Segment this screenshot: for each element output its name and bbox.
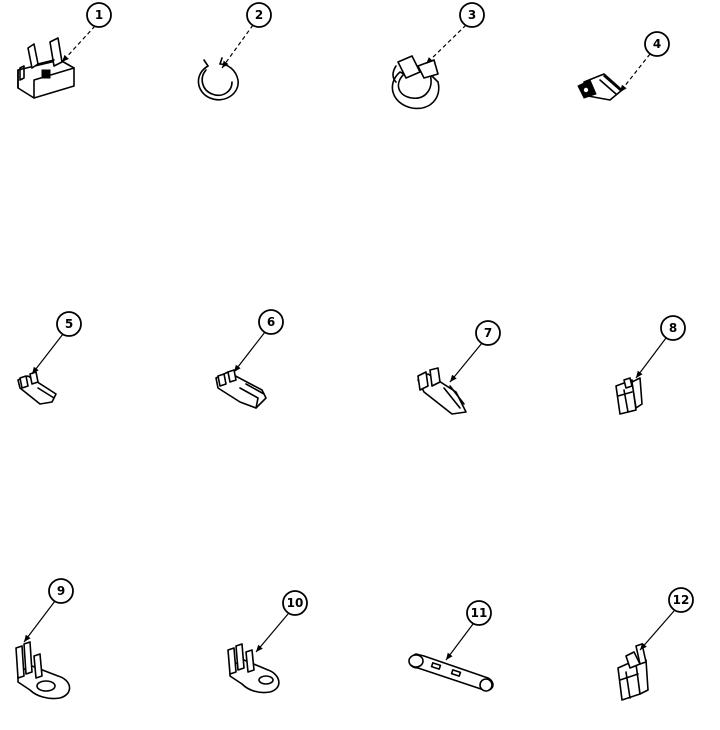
callout-label-8: 8 bbox=[669, 321, 677, 335]
callout-11: 11 bbox=[445, 600, 492, 661]
callout-label-1: 1 bbox=[95, 8, 103, 22]
callout-8: 8 bbox=[635, 315, 686, 379]
part-3-hose-clamp-icon bbox=[391, 55, 440, 110]
part-1-bracket-clip-icon bbox=[17, 37, 75, 99]
part-4-cable-clip-icon bbox=[577, 73, 623, 101]
callout-label-3: 3 bbox=[468, 8, 476, 22]
part-12-tall-connector-icon bbox=[617, 643, 649, 701]
callout-label-6: 6 bbox=[267, 315, 275, 329]
part-11-splice-connector-icon bbox=[408, 653, 494, 692]
callout-label-9: 9 bbox=[57, 584, 65, 598]
part-7-spade-terminal-icon bbox=[417, 367, 467, 415]
callout-4: 4 bbox=[619, 31, 670, 93]
callout-label-5: 5 bbox=[65, 317, 73, 331]
callout-2: 2 bbox=[221, 2, 272, 69]
callout-10: 10 bbox=[255, 590, 308, 653]
callout-label-2: 2 bbox=[255, 8, 263, 22]
callout-9: 9 bbox=[23, 578, 74, 643]
callout-12: 12 bbox=[639, 587, 694, 651]
callout-5: 5 bbox=[31, 311, 82, 375]
part-6-female-terminal-icon bbox=[215, 369, 267, 409]
callout-1: 1 bbox=[61, 2, 112, 63]
part-8-vertical-connector-icon bbox=[615, 377, 643, 415]
callout-6: 6 bbox=[233, 309, 284, 373]
callout-label-12: 12 bbox=[673, 593, 690, 607]
part-9-ring-terminal-icon bbox=[15, 641, 71, 700]
callout-label-10: 10 bbox=[287, 596, 304, 610]
callout-7: 7 bbox=[449, 320, 501, 383]
part-10-ring-terminal-icon bbox=[227, 643, 280, 694]
part-2-snap-ring-icon bbox=[197, 57, 239, 101]
callout-label-11: 11 bbox=[471, 606, 488, 620]
callout-label-4: 4 bbox=[653, 37, 661, 51]
callout-3: 3 bbox=[425, 2, 485, 65]
callout-label-7: 7 bbox=[484, 326, 492, 340]
part-5-small-terminal-icon bbox=[17, 371, 57, 405]
